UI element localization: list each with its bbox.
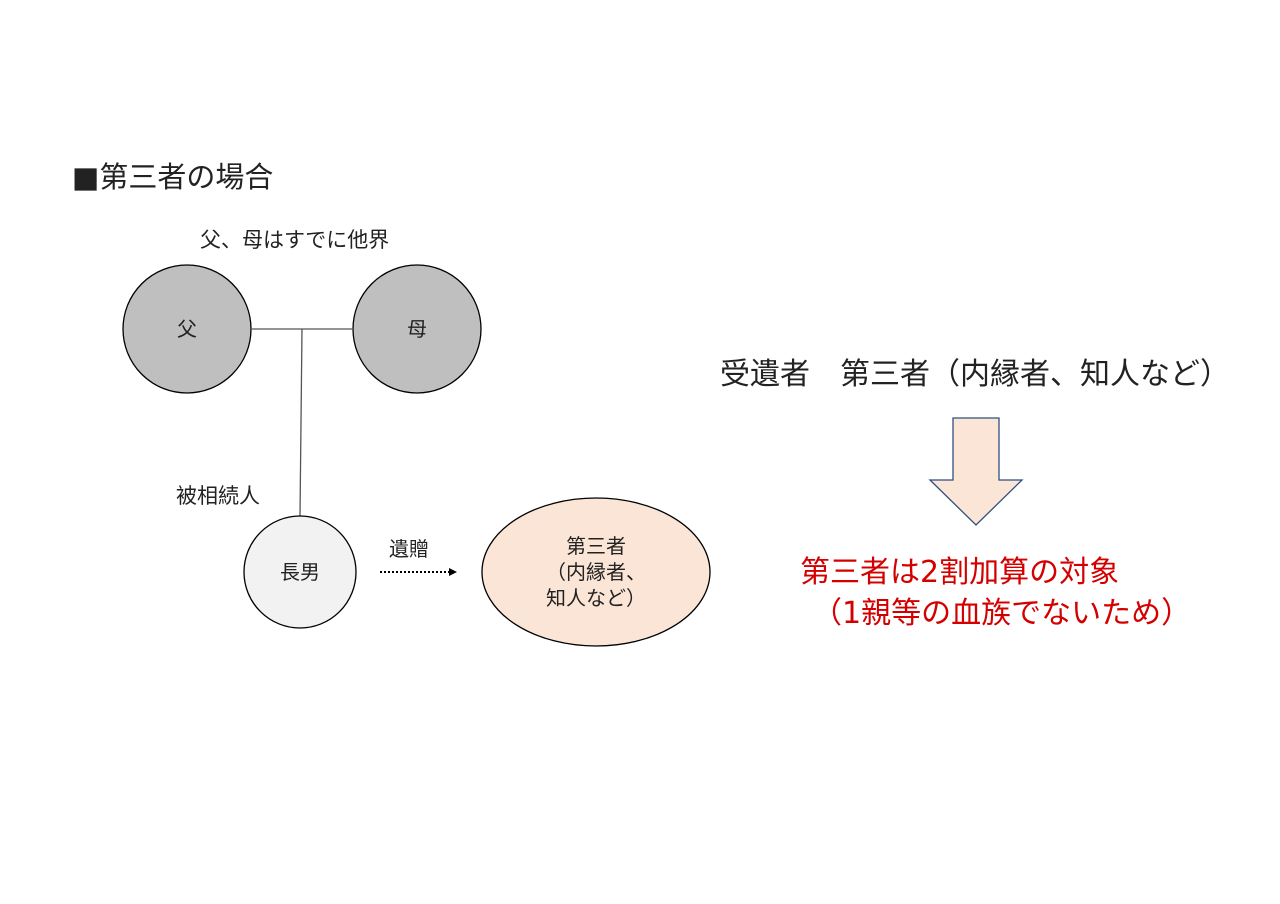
page-title: ■第三者の場合 xyxy=(72,160,274,194)
father-node xyxy=(122,264,252,394)
bequest-label: 遺贈 xyxy=(389,537,429,561)
result-line-1: 第三者は2割加算の対象 xyxy=(800,555,1120,590)
down-arrow xyxy=(928,417,1024,526)
mother-label: 母 xyxy=(407,317,427,341)
descent-line xyxy=(299,328,303,517)
third-party-line-1: 第三者 xyxy=(566,534,626,558)
recipient-heading: 受遺者 第三者（内縁者、知人など） xyxy=(720,357,1230,392)
third-party-label: 第三者 （内縁者、 知人など） xyxy=(482,498,710,646)
surcharge-result: 第三者は2割加算の対象 （1親等の血族でないため） xyxy=(800,553,1191,634)
parents-deceased-note: 父、母はすでに他界 xyxy=(200,228,390,252)
third-party-line-3: 知人など） xyxy=(546,586,646,610)
son-label: 長男 xyxy=(280,560,320,584)
result-line-2: （1親等の血族でないため） xyxy=(812,595,1192,631)
mother-node xyxy=(352,264,482,394)
son-node xyxy=(243,515,357,629)
bequest-arrow-head xyxy=(449,568,457,576)
deceased-label: 被相続人 xyxy=(176,484,260,508)
third-party-node xyxy=(481,497,711,647)
third-party-line-2: （内縁者、 xyxy=(546,560,646,584)
father-label: 父 xyxy=(177,317,197,341)
